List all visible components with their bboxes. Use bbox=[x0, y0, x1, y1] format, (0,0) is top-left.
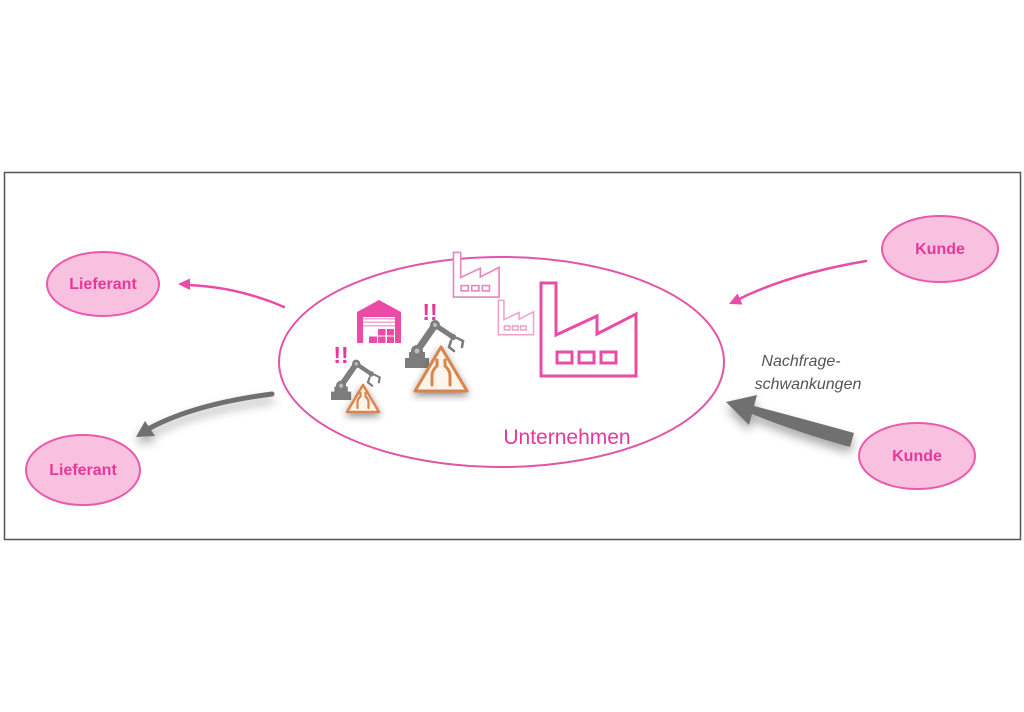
customer-node-bottom-shape bbox=[858, 422, 976, 490]
disrupted-arrow-to-supplier-bottom bbox=[136, 391, 275, 437]
alert-marker-right: !! bbox=[422, 299, 437, 325]
factory-icon bbox=[497, 299, 535, 336]
demand-fluctuation-line2: schwankungen bbox=[755, 376, 862, 393]
company-node-shape bbox=[278, 256, 725, 468]
supplier-label-top: Lieferant bbox=[69, 276, 137, 293]
demand-fluctuation-line1: Nachfrage- bbox=[761, 353, 840, 370]
warning-sign-icon bbox=[413, 345, 469, 393]
supplier-node-bottom: Lieferant bbox=[25, 434, 141, 506]
order-arrow-to-supplier-top bbox=[178, 278, 286, 309]
customer-node-top-shape bbox=[881, 215, 999, 283]
supplier-node-top-shape bbox=[46, 251, 160, 317]
supplier-node-bottom-shape bbox=[25, 434, 141, 506]
company-label: Unternehmen bbox=[503, 426, 630, 449]
customer-node-bottom: Kunde bbox=[858, 422, 976, 490]
supplier-node-top: Lieferant bbox=[46, 251, 160, 317]
customer-label-bottom: Kunde bbox=[892, 448, 942, 465]
customer-node-top: Kunde bbox=[881, 215, 999, 283]
warehouse-icon bbox=[357, 300, 401, 343]
customer-label-top: Kunde bbox=[915, 241, 965, 258]
alert-marker-left: !! bbox=[333, 342, 348, 368]
company-node: Unternehmen bbox=[278, 256, 725, 468]
factory-icon bbox=[452, 251, 500, 298]
demand-arrow-from-customer-bottom bbox=[726, 395, 854, 447]
diagram-frame bbox=[3, 171, 1022, 541]
supplier-label-bottom: Lieferant bbox=[49, 462, 117, 479]
robot-arm-icon bbox=[331, 359, 381, 400]
factory-icon bbox=[539, 281, 638, 378]
robot-arm-icon bbox=[405, 320, 465, 368]
warning-sign-icon bbox=[345, 383, 381, 414]
order-arrow-from-customer-top bbox=[729, 259, 868, 305]
